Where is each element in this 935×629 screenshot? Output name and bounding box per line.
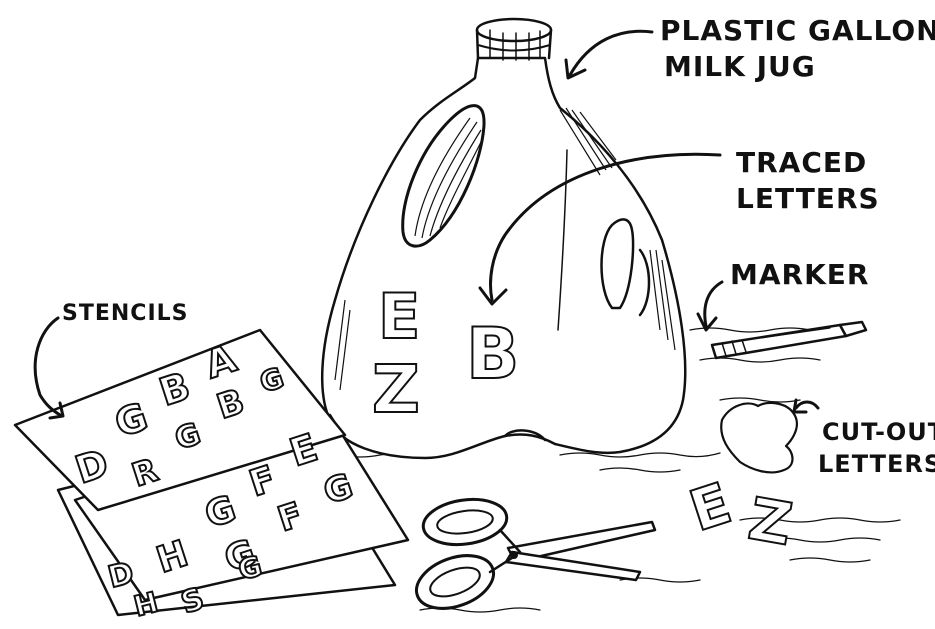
cutout-letters: E Z bbox=[682, 403, 797, 559]
cutout-arrow bbox=[796, 402, 818, 408]
label-traced-line2: LETTERS bbox=[736, 182, 880, 215]
label-stencils: STENCILS bbox=[62, 301, 189, 326]
label-jug-line1: PLASTIC GALLON bbox=[660, 14, 935, 47]
scissors-pivot bbox=[510, 551, 518, 559]
cutout-letter-z: Z bbox=[744, 484, 797, 558]
jug-letter-e: E bbox=[378, 280, 420, 353]
scissors bbox=[409, 494, 655, 618]
cutout-letter-b bbox=[721, 403, 797, 473]
cutout-letter-e: E bbox=[682, 471, 738, 545]
label-jug-line2: MILK JUG bbox=[664, 50, 816, 83]
label-marker: MARKER bbox=[730, 258, 869, 291]
stencils-arrow bbox=[35, 318, 60, 415]
jug-arrow bbox=[570, 31, 652, 75]
jug-letter-b: B bbox=[466, 313, 519, 395]
label-cutout-line2: LETTERS bbox=[818, 450, 935, 478]
label-cutout-line1: CUT-OUT bbox=[822, 418, 935, 446]
jug-letter-z: Z bbox=[372, 351, 420, 428]
label-traced-line1: TRACED bbox=[736, 146, 867, 179]
jug-arrowhead bbox=[566, 60, 585, 78]
